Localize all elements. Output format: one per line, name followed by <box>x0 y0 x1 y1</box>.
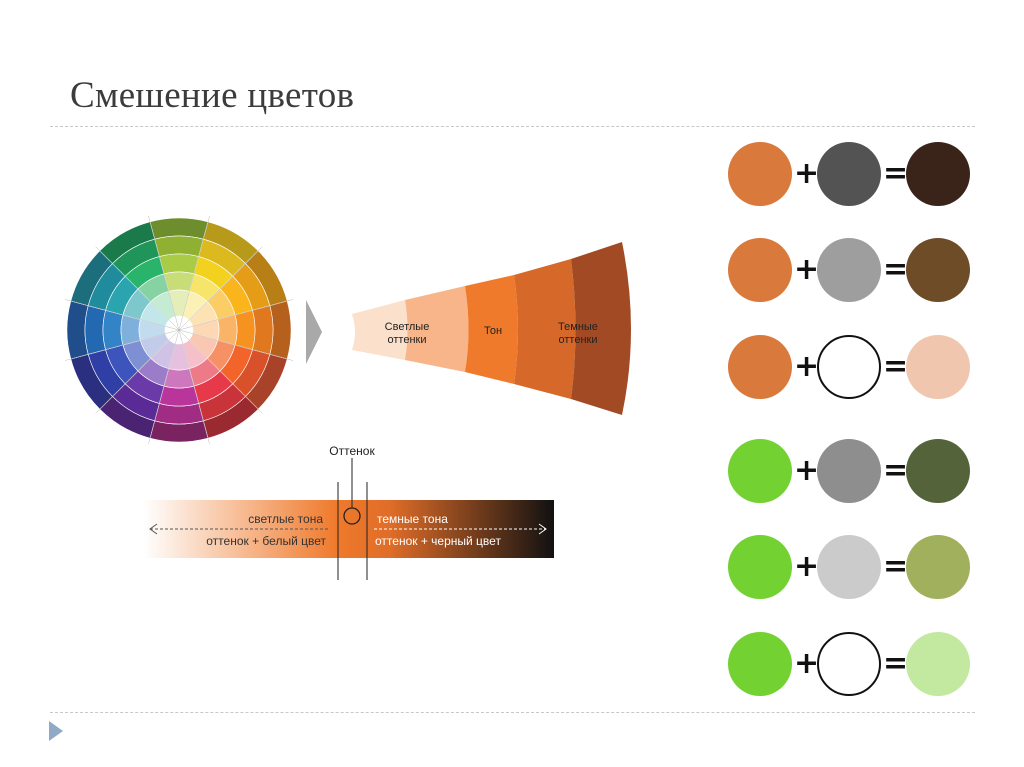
plus-icon: + <box>794 646 820 681</box>
wheel-divider-line <box>178 246 263 331</box>
wedge-light-label-1: Светлые <box>385 321 430 333</box>
wheel-segment <box>252 305 274 355</box>
wedge-segment-dark-2 <box>571 242 631 415</box>
wheel-divider-line <box>178 215 210 331</box>
base-color-circle <box>728 439 792 503</box>
color-wheel <box>64 215 294 445</box>
tone-wedge: Светлые оттенки Тон Темные оттенки <box>352 242 631 415</box>
wheel-segment <box>158 253 200 275</box>
mix-row: += <box>728 535 972 601</box>
base-color-circle <box>728 142 792 206</box>
result-color-circle <box>906 632 970 696</box>
result-color-circle <box>906 439 970 503</box>
wedge-segment-light <box>352 300 408 360</box>
wheel-divider-line <box>148 329 180 445</box>
wheel-divider-line <box>64 329 180 361</box>
light-arrowhead-icon <box>149 523 158 535</box>
pointer-arrow-icon <box>306 300 322 364</box>
wheel-divider-line <box>64 299 180 331</box>
wheel-divider-line <box>178 329 294 361</box>
added-color-circle <box>817 632 881 696</box>
wheel-segment <box>102 309 124 351</box>
wheel-segment <box>217 314 238 346</box>
hue-marker-circle <box>343 507 361 525</box>
top-divider <box>50 126 975 127</box>
added-color-circle <box>817 439 881 503</box>
wheel-divider-line <box>178 329 210 445</box>
equals-icon: = <box>883 453 909 488</box>
wheel-divider-line <box>148 215 180 331</box>
wedge-dark-label-2: оттенки <box>559 334 598 346</box>
dark-arrowhead-icon <box>538 523 547 535</box>
equals-icon: = <box>883 349 909 384</box>
wedge-light-label-2: оттенки <box>388 334 427 346</box>
equals-icon: = <box>883 549 909 584</box>
plus-icon: + <box>794 549 820 584</box>
result-color-circle <box>906 535 970 599</box>
wedge-dark-label-1: Темные <box>558 321 598 333</box>
plus-icon: + <box>794 252 820 287</box>
result-color-circle <box>906 238 970 302</box>
slide-title: Смешение цветов <box>70 75 355 116</box>
wedge-segment-dark-1 <box>514 259 576 399</box>
base-color-circle <box>728 632 792 696</box>
wheel-segment <box>163 271 195 292</box>
next-slide-arrow-icon[interactable] <box>49 721 63 741</box>
plus-icon: + <box>794 156 820 191</box>
mix-row: += <box>728 142 972 208</box>
base-color-circle <box>728 535 792 599</box>
wheel-divider-line <box>178 329 263 414</box>
mix-row: += <box>728 439 972 505</box>
mix-row: += <box>728 632 972 698</box>
result-color-circle <box>906 142 970 206</box>
wheel-divider-line <box>95 329 180 414</box>
mix-row: += <box>728 238 972 304</box>
wedge-tone-label: Тон <box>484 325 502 337</box>
wedge-segment-light-2 <box>405 286 469 372</box>
wheel-segment <box>163 368 195 389</box>
plus-icon: + <box>794 349 820 384</box>
wheel-segment <box>154 403 204 425</box>
mix-row: += <box>728 335 972 401</box>
light-formula-label: оттенок + белый цвет <box>206 534 326 548</box>
hue-label: Оттенок <box>329 444 375 458</box>
equals-icon: = <box>883 252 909 287</box>
equals-icon: = <box>883 646 909 681</box>
dark-tones-label: темные тона <box>377 512 448 526</box>
wheel-divider-line <box>178 299 294 331</box>
added-color-circle <box>817 535 881 599</box>
added-color-circle <box>817 142 881 206</box>
wedge-segment-tone <box>465 275 518 384</box>
tint-shade-bar: Оттенок светлые тона оттенок + белый цве… <box>143 444 554 580</box>
light-tones-label: светлые тона <box>248 512 323 526</box>
added-color-circle <box>817 238 881 302</box>
added-color-circle <box>817 335 881 399</box>
wheel-segment <box>158 385 200 407</box>
wheel-segment <box>234 309 256 351</box>
wheel-segment <box>154 235 204 257</box>
plus-icon: + <box>794 453 820 488</box>
base-color-circle <box>728 238 792 302</box>
result-color-circle <box>906 335 970 399</box>
equals-icon: = <box>883 156 909 191</box>
dark-formula-label: оттенок + черный цвет <box>375 534 501 548</box>
wheel-divider-line <box>95 246 180 331</box>
bottom-divider <box>50 712 975 713</box>
base-color-circle <box>728 335 792 399</box>
wheel-segment <box>84 305 106 355</box>
wheel-segment <box>120 314 141 346</box>
